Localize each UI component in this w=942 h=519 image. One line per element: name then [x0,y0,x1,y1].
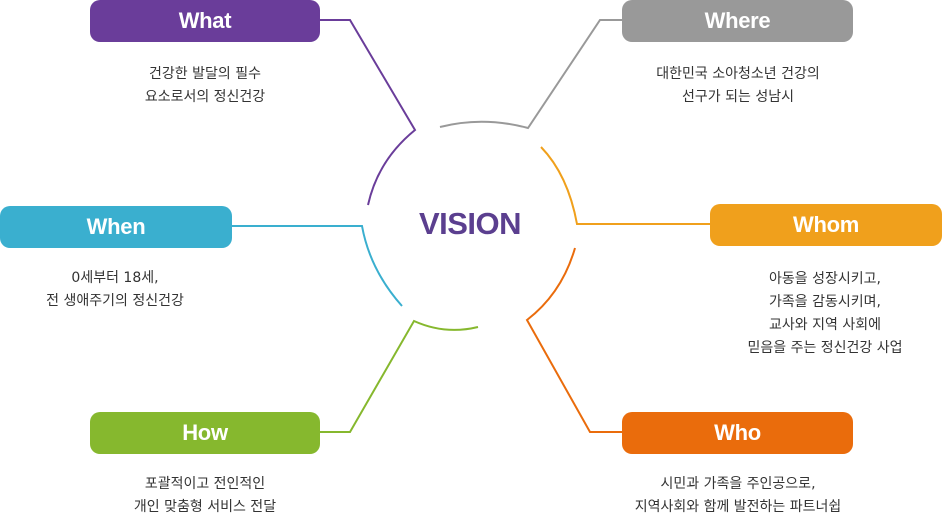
who-connector [525,247,622,433]
when-connector [232,225,403,307]
what-connector [320,19,417,206]
how-description-line: 포괄적이고 전인적인 [144,476,266,492]
when-description-line: 0세부터 18세, [71,270,159,286]
whom-description-line: 믿음을 주는 정신건강 사업 [747,340,903,356]
who-label: Who [622,412,853,454]
how-connector [320,319,479,433]
what-description-line: 요소로서의 정신건강 [144,89,266,105]
what-label: What [90,0,320,42]
when-description-line: 전 생애주기의 정신건강 [46,293,184,309]
vision-center-label: VISION [418,206,522,241]
who-description: 시민과 가족을 주인공으로, 지역사회와 함께 발전하는 파트너쉽 [588,473,888,519]
whom-connector [540,146,710,225]
whom-label: Whom [710,204,942,246]
whom-description-line: 가족을 감동시키며, [769,294,881,310]
where-description-line: 대한민국 소아청소년 건강의 [656,66,820,82]
where-connector [439,19,622,130]
what-description-line: 건강한 발달의 필수 [149,66,261,82]
when-description: 0세부터 18세, 전 생애주기의 정신건강 [0,267,265,313]
how-description-line: 개인 맞춤형 서비스 전달 [133,499,277,515]
whom-description-line: 교사와 지역 사회에 [769,317,881,333]
who-description-line: 시민과 가족을 주인공으로, [660,476,816,492]
who-description-line: 지역사회와 함께 발전하는 파트너쉽 [634,499,842,515]
when-label: When [0,206,232,248]
how-label: How [90,412,320,454]
where-label: Where [622,0,853,42]
where-description-line: 선구가 되는 성남시 [682,89,794,105]
whom-description-line: 아동을 성장시키고, [769,271,881,287]
